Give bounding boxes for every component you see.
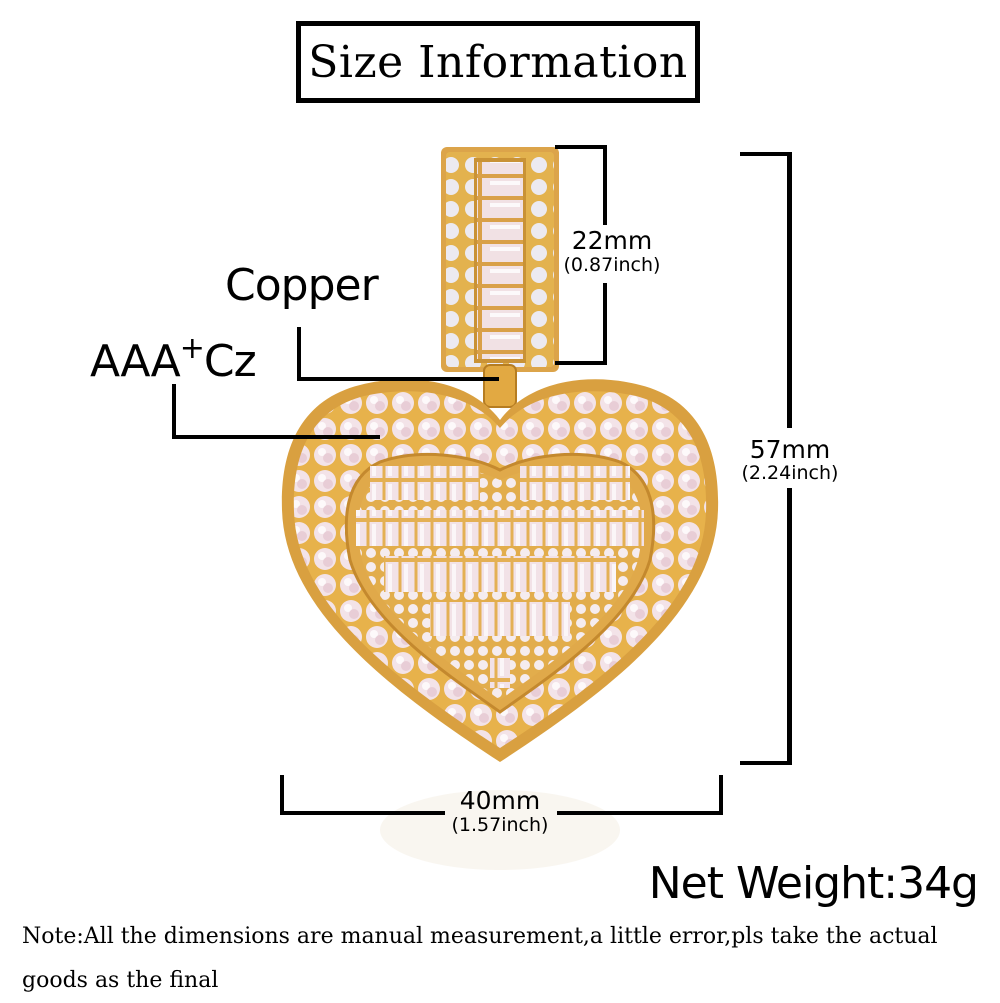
width-dimension-right-tick xyxy=(719,775,723,815)
width-dimension-left-tick xyxy=(280,775,284,815)
width-dimension-line-right xyxy=(557,811,723,815)
width-inch: (1.57inch) xyxy=(451,814,549,836)
height-dimension-bottom-tick xyxy=(740,761,791,765)
total-height-inch: (2.24inch) xyxy=(741,462,839,484)
width-mm: 40mm xyxy=(459,786,541,815)
net-weight: Net Weight:34g xyxy=(648,858,979,909)
bail-dimension-bottom-tick xyxy=(555,361,607,365)
height-dimension-top-tick xyxy=(740,152,791,156)
bail-dimension-line-lower xyxy=(603,283,607,365)
cz-label: AAA+Cz xyxy=(90,331,257,387)
bail-height-inch: (0.87inch) xyxy=(563,254,661,276)
cz-label-plus: + xyxy=(179,331,205,366)
title-box: Size Information xyxy=(296,21,700,103)
measurement-note: Note:All the dimensions are manual measu… xyxy=(22,924,938,993)
bail-dimension-top-tick xyxy=(555,145,607,149)
bail-height-mm: 22mm xyxy=(571,226,653,255)
copper-leader-horizontal xyxy=(297,377,499,381)
height-dimension-line-lower xyxy=(787,488,792,765)
copper-leader-vertical xyxy=(297,327,301,381)
cz-leader-horizontal xyxy=(172,435,380,439)
page-title: Size Information xyxy=(308,36,688,88)
total-height-mm: 57mm xyxy=(749,435,831,464)
height-dimension-line-upper xyxy=(787,152,792,428)
width-dimension-line-left xyxy=(280,811,445,815)
cz-leader-vertical xyxy=(172,384,176,439)
bail-dimension-line-upper xyxy=(603,145,607,225)
cz-label-suffix: Cz xyxy=(203,336,257,387)
copper-label: Copper xyxy=(225,260,379,311)
cz-label-prefix: AAA xyxy=(90,336,181,387)
